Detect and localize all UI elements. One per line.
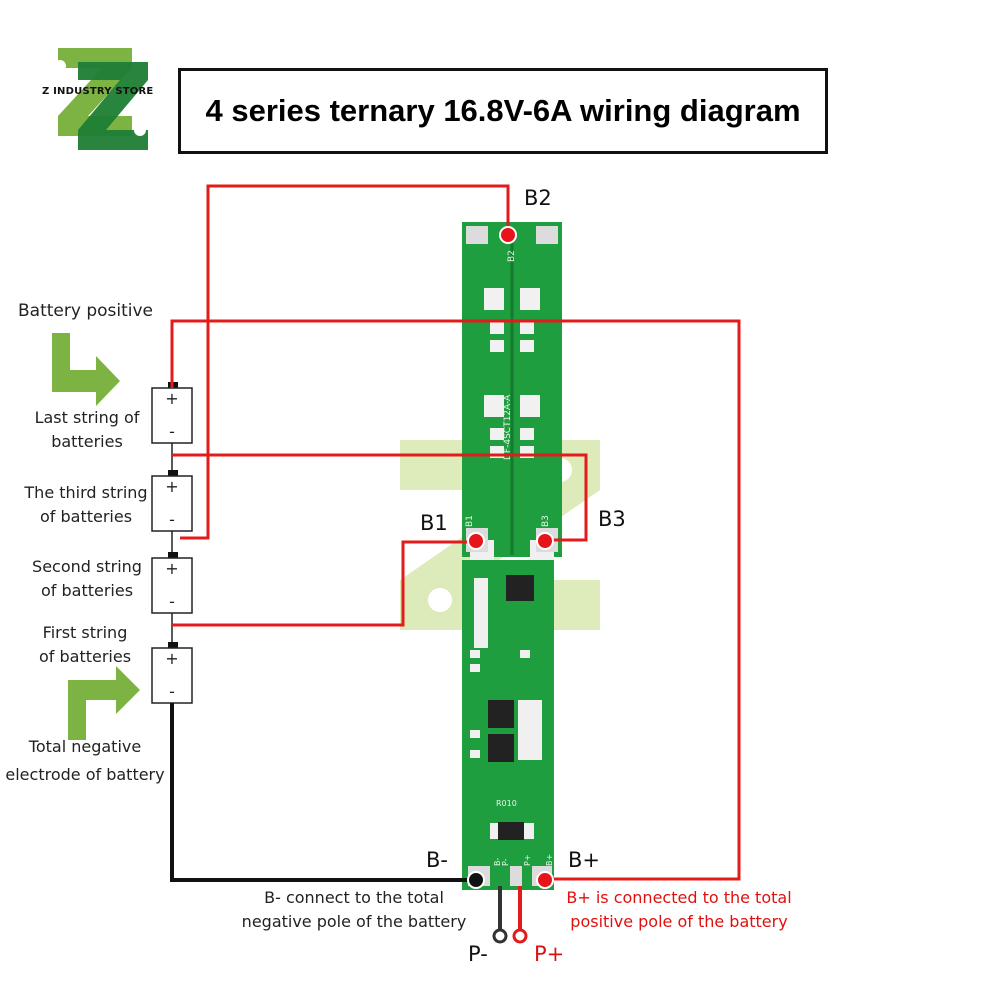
note-b-plus-line1: B+ is connected to the total xyxy=(566,888,792,907)
terminal-label-b3: B3 xyxy=(598,507,626,531)
board-model-text: DF-4SCT12A-A xyxy=(503,394,513,460)
label-first-string: First string of batteries xyxy=(22,621,148,669)
battery-second-string: + - xyxy=(151,552,193,614)
arrow-total-negative-icon xyxy=(68,666,140,740)
board-mark-b-minus: B- xyxy=(493,858,502,866)
board-mark-b-plus: B+ xyxy=(545,854,554,866)
note-b-plus: B+ is connected to the total positive po… xyxy=(556,886,802,934)
label-total-negative-line1: Total negative xyxy=(28,737,142,756)
dot-b-plus xyxy=(536,871,554,889)
board-mark-p-minus: P- xyxy=(501,858,510,866)
terminal-ring-p-minus xyxy=(492,928,508,944)
label-last-string: Last string of batteries xyxy=(24,406,150,454)
label-first-string-line2: of batteries xyxy=(38,647,132,666)
dot-b3 xyxy=(536,532,554,550)
board-mark-b1: B1 xyxy=(465,515,475,527)
note-b-plus-line2: positive pole of the battery xyxy=(570,912,788,931)
wires xyxy=(170,184,741,930)
battery-plus-sign: + xyxy=(165,649,178,668)
board-mark-p-plus: P+ xyxy=(523,854,532,866)
battery-minus-sign: - xyxy=(169,510,175,529)
wire-b3 xyxy=(172,453,588,542)
battery-plus-sign: + xyxy=(165,559,178,578)
zz-logo-icon xyxy=(54,48,148,150)
label-battery-positive: Battery positive xyxy=(18,301,154,321)
title-box: 4 series ternary 16.8V-6A wiring diagram xyxy=(178,68,828,154)
board-mark-b3: B3 xyxy=(541,515,551,527)
label-second-string-line1: Second string xyxy=(32,557,142,576)
wire-b1 xyxy=(172,540,476,627)
note-b-minus-line1: B- connect to the total xyxy=(264,888,444,907)
battery-first-string: + - xyxy=(151,642,193,704)
battery-third-string: + - xyxy=(151,470,193,532)
terminal-label-b2: B2 xyxy=(524,186,552,210)
label-second-string-line2: of batteries xyxy=(40,581,134,600)
page-title: 4 series ternary 16.8V-6A wiring diagram xyxy=(205,93,801,128)
label-last-string-line2: batteries xyxy=(51,432,123,451)
connection-dots xyxy=(467,226,554,944)
logo-text: Z INDUSTRY STORE xyxy=(42,86,154,97)
battery-cells: + - + - + - + - xyxy=(151,382,193,704)
battery-minus-sign: - xyxy=(169,682,175,701)
wire-b2 xyxy=(180,184,510,540)
label-first-string-line1: First string xyxy=(42,623,128,642)
terminal-label-p-minus: P- xyxy=(468,942,488,966)
terminal-ring-p-plus xyxy=(512,928,528,944)
note-b-minus: B- connect to the total negative pole of… xyxy=(232,886,476,934)
dot-b-minus xyxy=(467,871,485,889)
dot-b1 xyxy=(467,532,485,550)
label-last-string-line1: Last string of xyxy=(34,408,140,427)
label-total-negative-line2: electrode of battery xyxy=(5,765,165,784)
wire-b-minus xyxy=(170,703,476,882)
label-third-string-line1: The third string xyxy=(24,483,148,502)
battery-last-string: + - xyxy=(151,382,193,444)
battery-plus-sign: + xyxy=(165,389,178,408)
board-mark-b2: B2 xyxy=(507,250,517,262)
wire-b-plus xyxy=(170,319,741,881)
arrow-battery-positive-icon xyxy=(52,333,120,406)
label-third-string: The third string of batteries xyxy=(18,481,154,529)
terminal-label-b-minus: B- xyxy=(426,848,448,872)
battery-minus-sign: - xyxy=(169,422,175,441)
label-second-string: Second string of batteries xyxy=(24,555,150,603)
label-third-string-line2: of batteries xyxy=(39,507,133,526)
board-resistor-mark: R010 xyxy=(496,799,517,808)
terminal-label-b-plus: B+ xyxy=(568,848,601,872)
note-b-minus-line2: negative pole of the battery xyxy=(241,912,467,931)
battery-plus-sign: + xyxy=(165,477,178,496)
terminal-label-b1: B1 xyxy=(420,511,448,535)
battery-minus-sign: - xyxy=(169,592,175,611)
terminal-label-p-plus: P+ xyxy=(534,942,565,966)
label-total-negative: Total negative electrode of battery xyxy=(4,733,166,789)
dot-b2 xyxy=(499,226,517,244)
